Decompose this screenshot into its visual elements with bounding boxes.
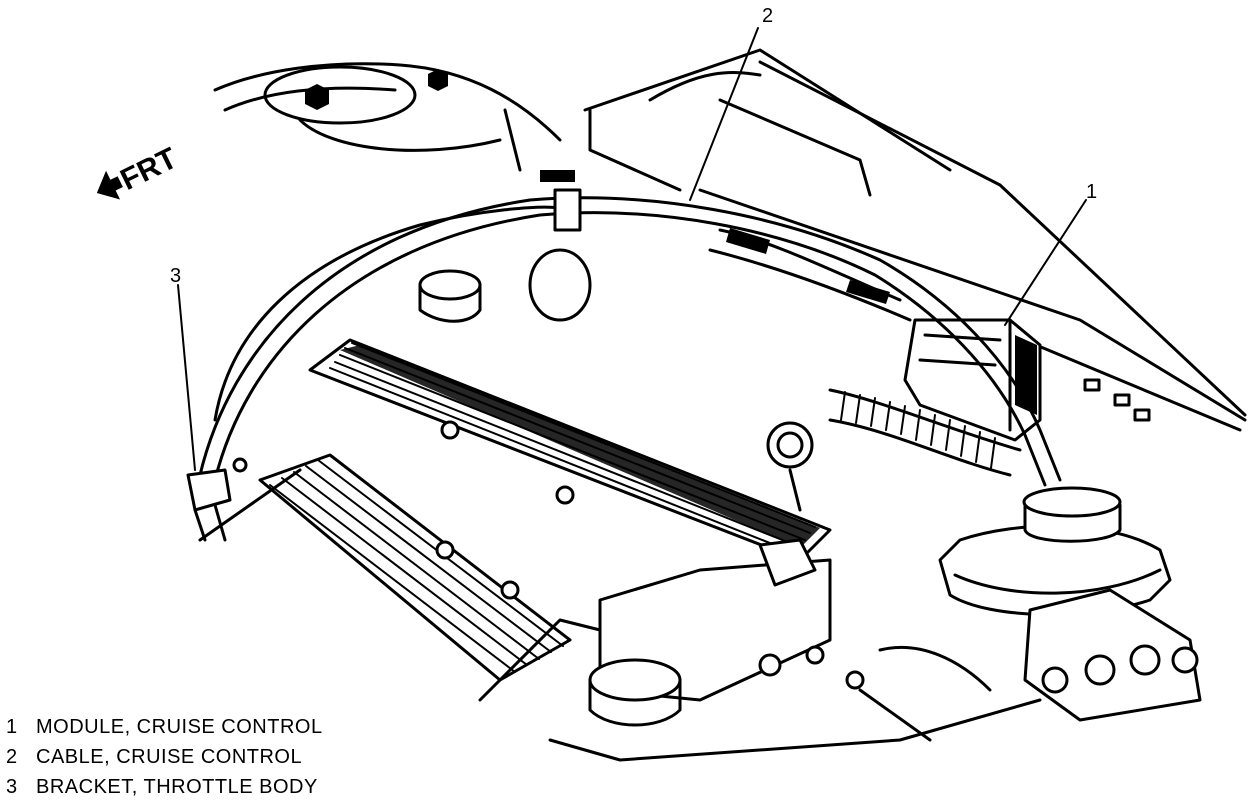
callout-1: 1 bbox=[1086, 181, 1097, 203]
front-direction-indicator: FRT bbox=[96, 142, 182, 200]
legend-item: 3 BRACKET, THROTTLE BODY bbox=[6, 772, 323, 802]
front-label: FRT bbox=[115, 142, 182, 197]
brake-reservoir bbox=[938, 486, 1202, 722]
front-arrow-icon bbox=[96, 170, 123, 200]
throttle-body-bracket bbox=[186, 457, 302, 542]
lower-components bbox=[478, 538, 1042, 762]
legend: 1 MODULE, CRUISE CONTROL 2 CABLE, CRUISE… bbox=[6, 712, 323, 802]
legend-number: 3 bbox=[6, 775, 18, 798]
strut-tower bbox=[213, 62, 562, 172]
legend-text: MODULE, CRUISE CONTROL bbox=[36, 715, 323, 738]
legend-number: 1 bbox=[6, 715, 18, 738]
wiring-harness bbox=[708, 228, 912, 322]
legend-text: CABLE, CRUISE CONTROL bbox=[36, 745, 303, 768]
legend-text: BRACKET, THROTTLE BODY bbox=[36, 775, 318, 798]
callout-2: 2 bbox=[762, 5, 773, 27]
engine-cover bbox=[258, 338, 832, 682]
oil-filler-cap bbox=[418, 248, 814, 512]
corrugated-hose bbox=[828, 388, 1022, 477]
callout-leaders bbox=[177, 27, 1087, 471]
callout-3: 3 bbox=[170, 265, 181, 287]
cruise-control-cable bbox=[198, 170, 1062, 487]
legend-item: 2 CABLE, CRUISE CONTROL bbox=[6, 742, 323, 772]
legend-item: 1 MODULE, CRUISE CONTROL bbox=[6, 712, 323, 742]
legend-number: 2 bbox=[6, 745, 18, 768]
